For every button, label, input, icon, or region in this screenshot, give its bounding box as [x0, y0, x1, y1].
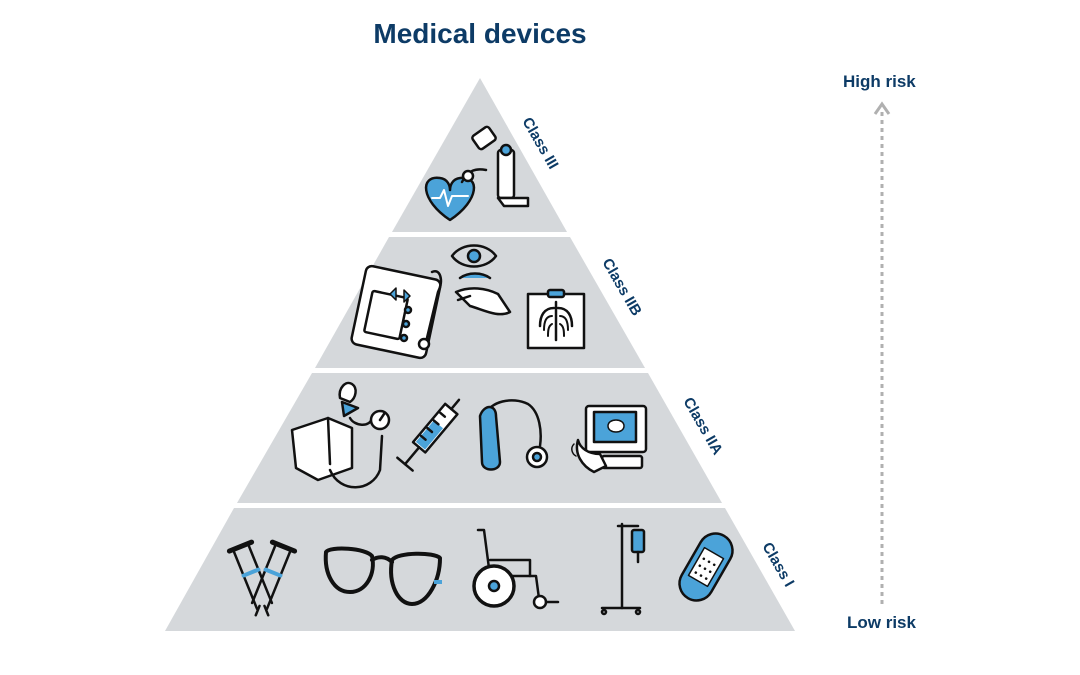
- wheelchair-icon: [472, 528, 560, 610]
- inhaler-icon: [471, 125, 530, 208]
- risk-arrow: [873, 101, 891, 604]
- contact-lens-icon: [450, 244, 512, 316]
- iv-stand-icon: [600, 522, 646, 616]
- glasses-icon: [323, 546, 442, 606]
- blood-pressure-monitor-icon: [290, 381, 391, 489]
- hearing-aid-icon: [478, 399, 549, 471]
- diagram-title: Medical devices: [373, 18, 587, 49]
- infusion-pump-icon: [350, 264, 443, 360]
- syringe-icon: [396, 398, 461, 472]
- low-risk-label: Low risk: [847, 613, 916, 632]
- pacemaker-icon: [424, 168, 488, 222]
- crutches-icon: [226, 539, 298, 617]
- bandage-icon: [678, 532, 734, 602]
- xray-icon: [526, 288, 586, 350]
- ultrasound-icon: [571, 404, 648, 474]
- high-risk-label: High risk: [843, 72, 916, 91]
